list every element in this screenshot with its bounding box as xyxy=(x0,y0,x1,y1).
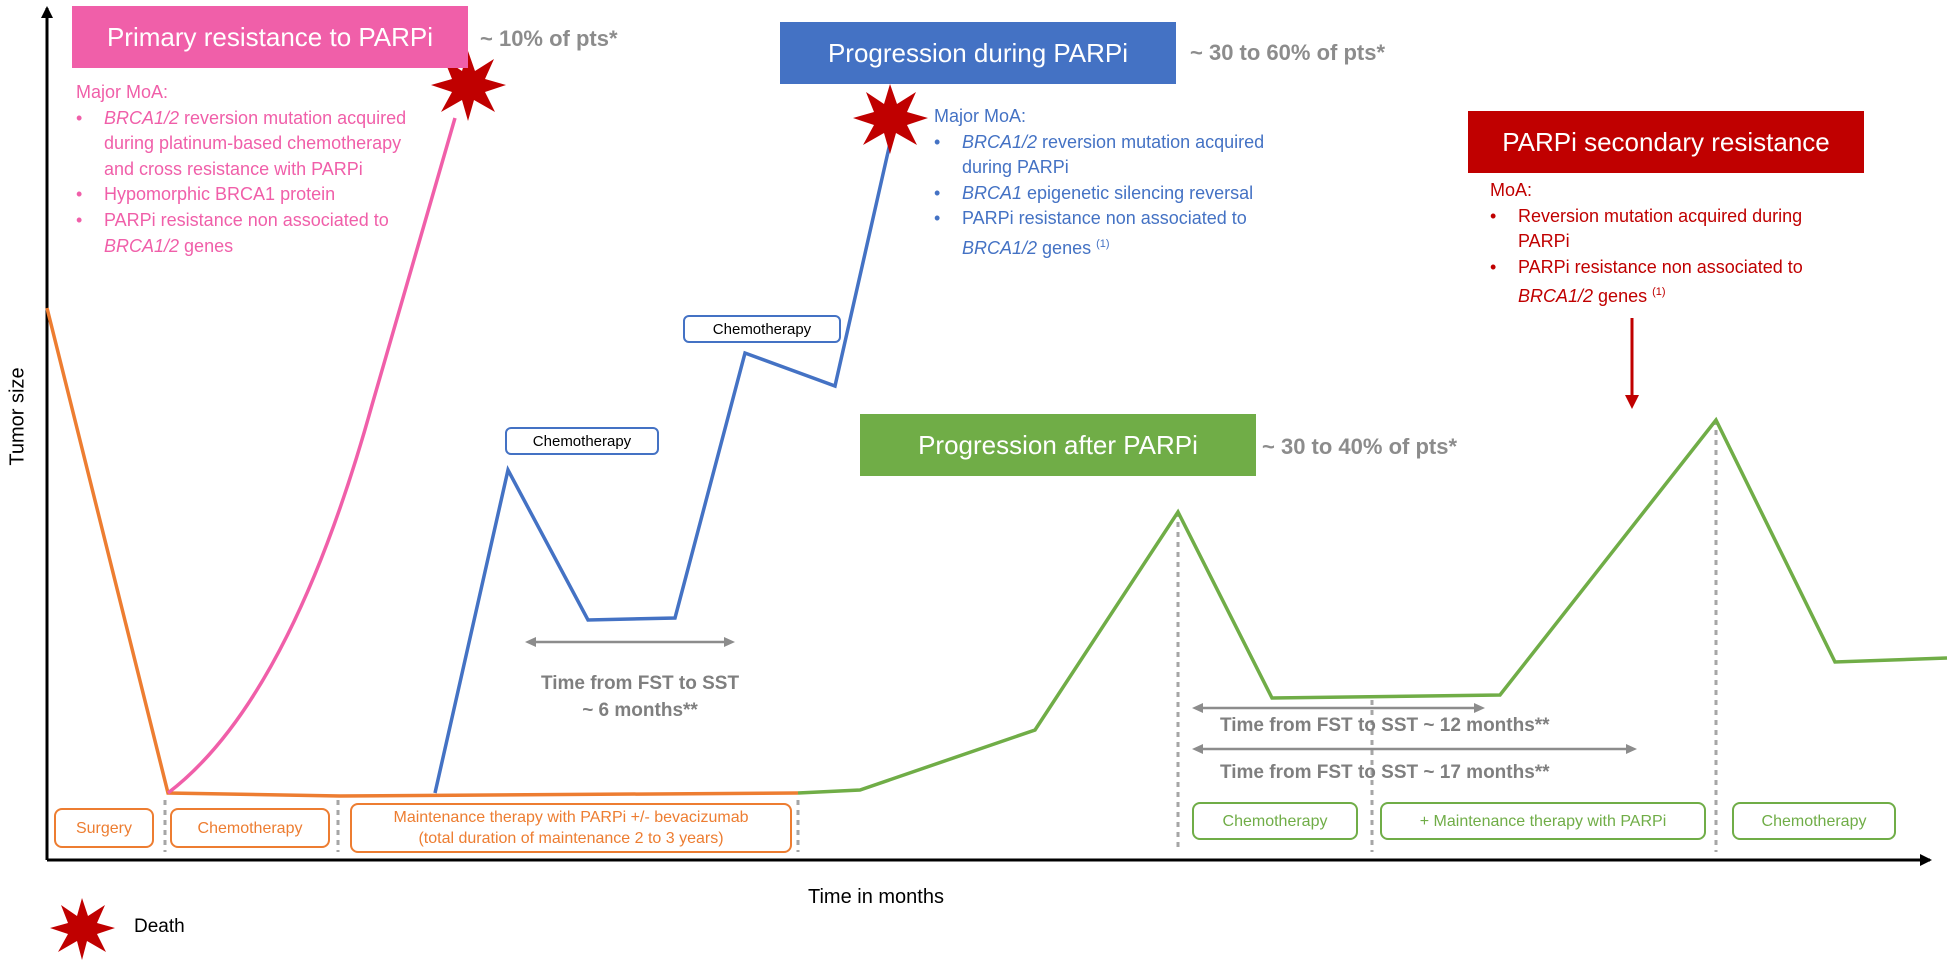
during-moa-item-3: PARPi resistance non associated to BRCA1… xyxy=(934,206,1314,261)
primary-resistance-percent: ~ 10% of pts* xyxy=(480,26,618,51)
primary-resistance-moa: Major MoA: BRCA1/2 reversion mutation ac… xyxy=(76,80,426,259)
interval-12-months-label: Time from FST to SST ~ 12 months** xyxy=(1220,715,1550,736)
progression-during-moa: Major MoA: BRCA1/2 reversion mutation ac… xyxy=(934,104,1314,262)
maintenance-parpi-box: Maintenance therapy with PARPi +/- bevac… xyxy=(350,803,792,853)
death-star-icon-legend xyxy=(50,898,115,960)
primary-moa-header: Major MoA: xyxy=(76,82,169,102)
primary-moa-item-1: BRCA1/2 reversion mutation acquired duri… xyxy=(76,106,426,183)
pink-curve xyxy=(166,117,457,795)
surgery-box: Surgery xyxy=(54,808,154,848)
secondary-resistance-moa: MoA: Reversion mutation acquired during … xyxy=(1490,178,1850,310)
during-moa-item-1: BRCA1/2 reversion mutation acquired duri… xyxy=(934,130,1314,181)
secondary-moa-item-2: PARPi resistance non associated to BRCA1… xyxy=(1490,255,1850,310)
death-star-icon-pink xyxy=(431,51,506,121)
secondary-moa-item-1: Reversion mutation acquired during PARPi xyxy=(1490,204,1850,255)
progression-after-banner: Progression after PARPi xyxy=(860,414,1256,476)
primary-moa-item-3: PARPi resistance non associated to BRCA1… xyxy=(76,208,426,259)
death-star-icon-blue xyxy=(853,84,928,154)
during-moa-item-2: BRCA1 epigenetic silencing reversal xyxy=(934,181,1314,207)
blue-chemo-label-2: Chemotherapy xyxy=(683,315,841,343)
chemotherapy-box-green-1: Chemotherapy xyxy=(1192,802,1358,840)
progression-during-banner: Progression during PARPi xyxy=(780,22,1176,84)
maintenance-parpi-green-box: + Maintenance therapy with PARPi xyxy=(1380,802,1706,840)
progression-during-percent: ~ 30 to 60% of pts* xyxy=(1190,40,1386,65)
progression-after-percent: ~ 30 to 40% of pts* xyxy=(1262,434,1458,459)
blue-chemo-label-1: Chemotherapy xyxy=(505,427,659,455)
during-moa-header: Major MoA: xyxy=(934,106,1027,126)
death-legend-label: Death xyxy=(134,916,185,937)
primary-resistance-banner: Primary resistance to PARPi xyxy=(72,6,468,68)
interval-6-months-label: Time from FST to SST ~ 6 months** xyxy=(540,673,740,721)
primary-moa-item-2: Hypomorphic BRCA1 protein xyxy=(76,182,426,208)
chemotherapy-box-1: Chemotherapy xyxy=(170,808,330,848)
secondary-resistance-banner: PARPi secondary resistance xyxy=(1468,111,1864,173)
secondary-moa-header: MoA: xyxy=(1490,180,1533,200)
x-axis-label: Time in months xyxy=(808,886,944,908)
green-curve xyxy=(797,416,1948,795)
chemotherapy-box-green-2: Chemotherapy xyxy=(1732,802,1896,840)
interval-17-months-label: Time from FST to SST ~ 17 months** xyxy=(1220,762,1550,783)
blue-curve xyxy=(433,129,895,794)
orange-curve xyxy=(45,307,799,798)
y-axis-label: Tumor size xyxy=(6,367,29,466)
